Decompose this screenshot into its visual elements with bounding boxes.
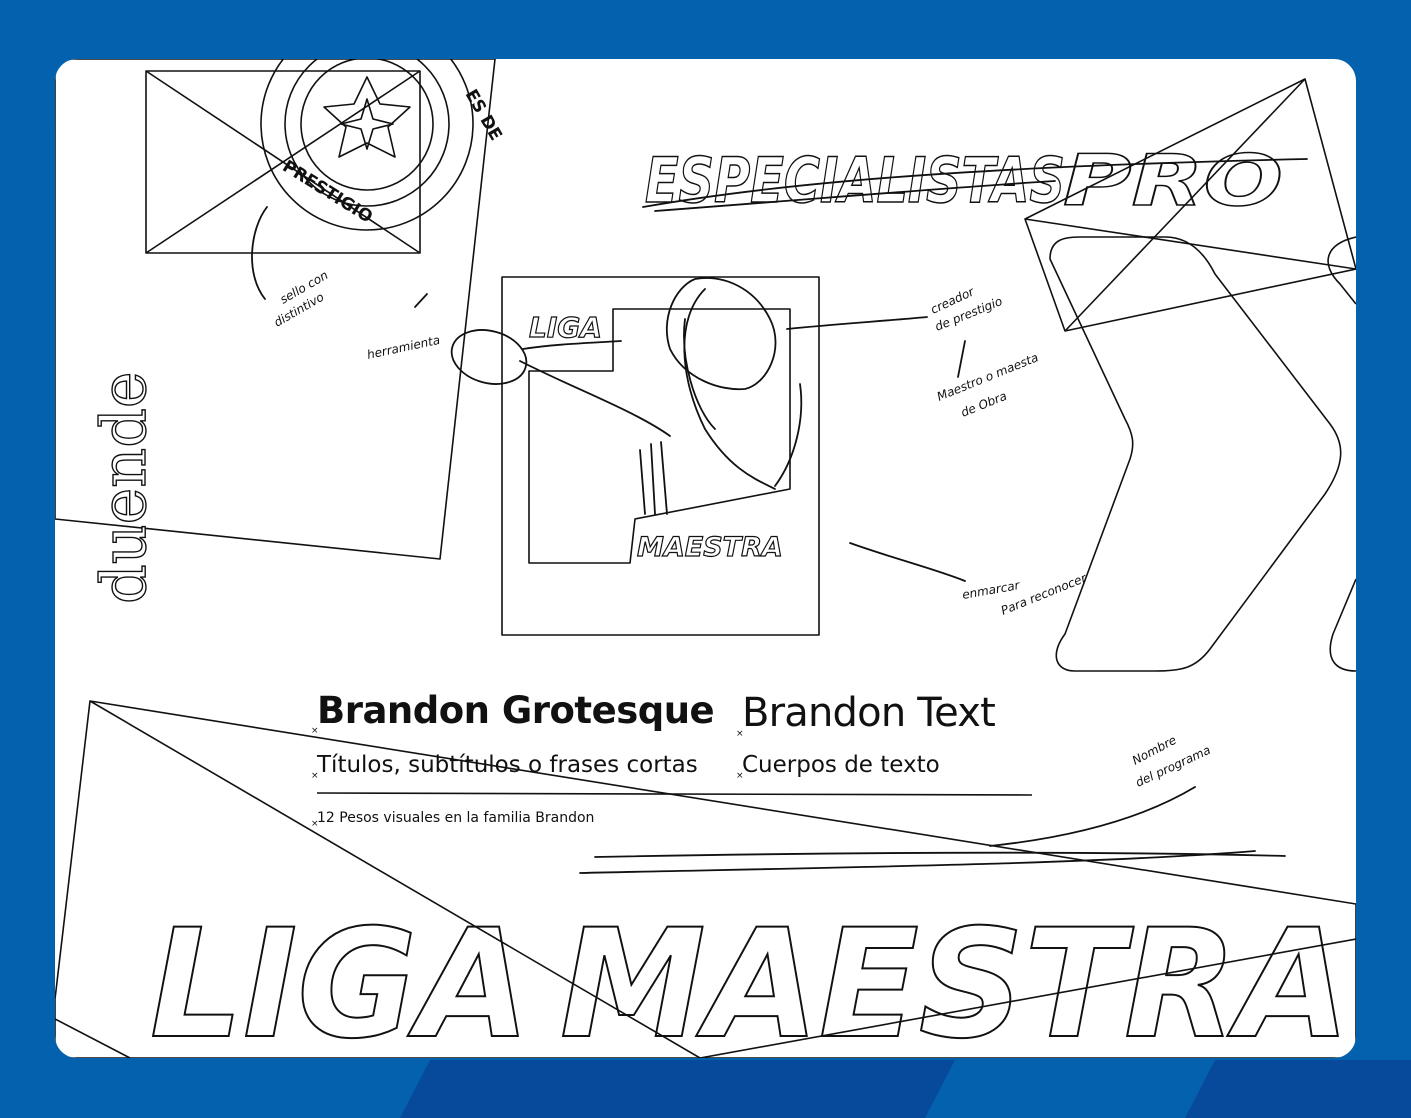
anchor-mark: × xyxy=(311,819,319,829)
liga-big-text: LIGA xyxy=(150,898,530,1058)
seal-text-es-de: ES DE xyxy=(461,86,506,144)
liga-maestra-frame: LIGA MAESTRA xyxy=(450,276,966,636)
maestra-big-text: MAESTRA xyxy=(560,898,1350,1058)
sketch-board: PRESTIGIO ES DE sello con distintivo her… xyxy=(55,59,1356,1058)
font-primary-usage: Títulos, subtítulos o frases cortas xyxy=(317,752,698,778)
pro-text: PRO xyxy=(1063,140,1283,222)
annotation-herramienta: herramienta xyxy=(366,333,442,362)
annotation-maestro-2: de Obra xyxy=(959,389,1009,420)
seal-text-prestigio: PRESTIGIO xyxy=(279,157,376,228)
font-primary-name: Brandon Grotesque xyxy=(317,689,715,732)
anchor-mark: × xyxy=(311,726,319,736)
font-secondary-name: Brandon Text xyxy=(742,690,996,736)
anchor-mark: × xyxy=(736,771,744,781)
arrow-placeholder xyxy=(1024,78,1356,672)
annotation-enmarcar-2: Para reconocer xyxy=(999,570,1089,617)
duende-logo: duende xyxy=(87,371,160,604)
sketch-canvas: PRESTIGIO ES DE sello con distintivo her… xyxy=(55,59,1356,1058)
especialistas-pro-wordmark: ESPECIALISTAS PRO xyxy=(642,139,1308,223)
anchor-mark: × xyxy=(736,729,744,739)
bottom-left-placeholder xyxy=(55,700,1356,1058)
maestra-small-text: MAESTRA xyxy=(637,532,783,563)
liga-small-text: LIGA xyxy=(529,311,602,344)
font-weights-note: 12 Pesos visuales en la familia Brandon xyxy=(317,810,595,826)
anchor-mark: × xyxy=(311,771,319,781)
font-secondary-usage: Cuerpos de texto xyxy=(742,752,940,778)
